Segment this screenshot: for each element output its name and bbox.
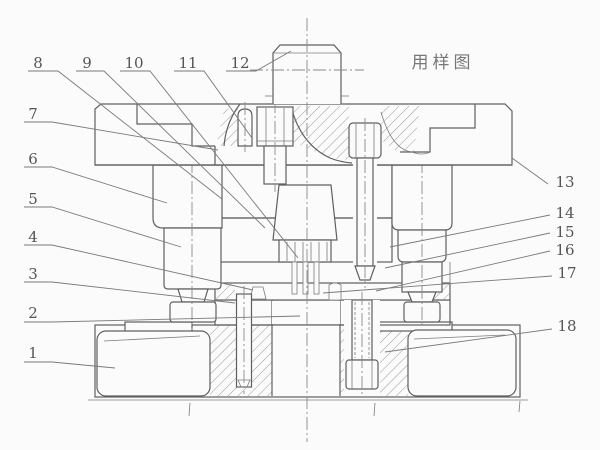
leader-line-5 <box>24 206 182 248</box>
callout-12: 12 <box>230 54 249 72</box>
stripper-screw <box>348 118 382 288</box>
callout-11: 11 <box>178 54 197 72</box>
callout-6: 6 <box>28 150 38 168</box>
leader-line-3 <box>24 281 236 304</box>
leader-line-1 <box>24 361 116 369</box>
pillar-foot-left <box>169 301 217 323</box>
leader-line-12 <box>226 50 292 72</box>
stripper-screw-head <box>249 286 267 300</box>
upper-die-shoe <box>94 103 513 166</box>
callout-10: 10 <box>124 54 143 72</box>
callout-1: 1 <box>28 344 38 362</box>
punch-pins <box>291 261 320 295</box>
left-flange-block <box>96 321 211 397</box>
leader-line-17 <box>322 275 553 294</box>
leader-line-16 <box>375 250 551 292</box>
callout-13: 13 <box>555 173 574 191</box>
blanking-hole <box>272 325 340 396</box>
callout-4: 4 <box>28 228 38 246</box>
leader-line-4 <box>24 244 254 291</box>
leader-line-8 <box>28 70 223 200</box>
leader-line-18 <box>384 328 553 353</box>
centerlines <box>250 18 364 442</box>
callout-15: 15 <box>555 223 574 241</box>
callout-14: 14 <box>555 204 574 222</box>
callout-16: 16 <box>555 241 574 259</box>
callout-17: 17 <box>557 264 576 282</box>
callout-18: 18 <box>557 317 576 335</box>
callout-8: 8 <box>33 54 43 72</box>
callout-5: 5 <box>28 190 38 208</box>
callout-9: 9 <box>82 54 92 72</box>
leader-line-9 <box>76 70 266 229</box>
callout-2: 2 <box>28 304 38 322</box>
leader-line-6 <box>24 166 168 204</box>
leader-line-7 <box>24 121 219 151</box>
callout-3: 3 <box>28 265 38 283</box>
leader-line-10 <box>120 70 299 259</box>
guide-bushing-left <box>152 164 223 229</box>
leader-line-11 <box>174 70 253 139</box>
leader-line-2 <box>24 315 301 323</box>
punch-shank <box>265 44 349 104</box>
dowel-pin-lower <box>235 286 253 394</box>
figure-title: 用样图 <box>412 53 475 73</box>
leader-line-15 <box>384 232 551 269</box>
leader-line-14 <box>389 214 551 248</box>
hex-bolt <box>256 100 294 192</box>
leader-line-13 <box>511 157 549 185</box>
right-flange-block <box>371 321 517 397</box>
stopper-pin <box>328 282 342 301</box>
punch <box>272 184 338 295</box>
socket-screw-lower <box>344 292 380 396</box>
callout-7: 7 <box>28 105 38 123</box>
